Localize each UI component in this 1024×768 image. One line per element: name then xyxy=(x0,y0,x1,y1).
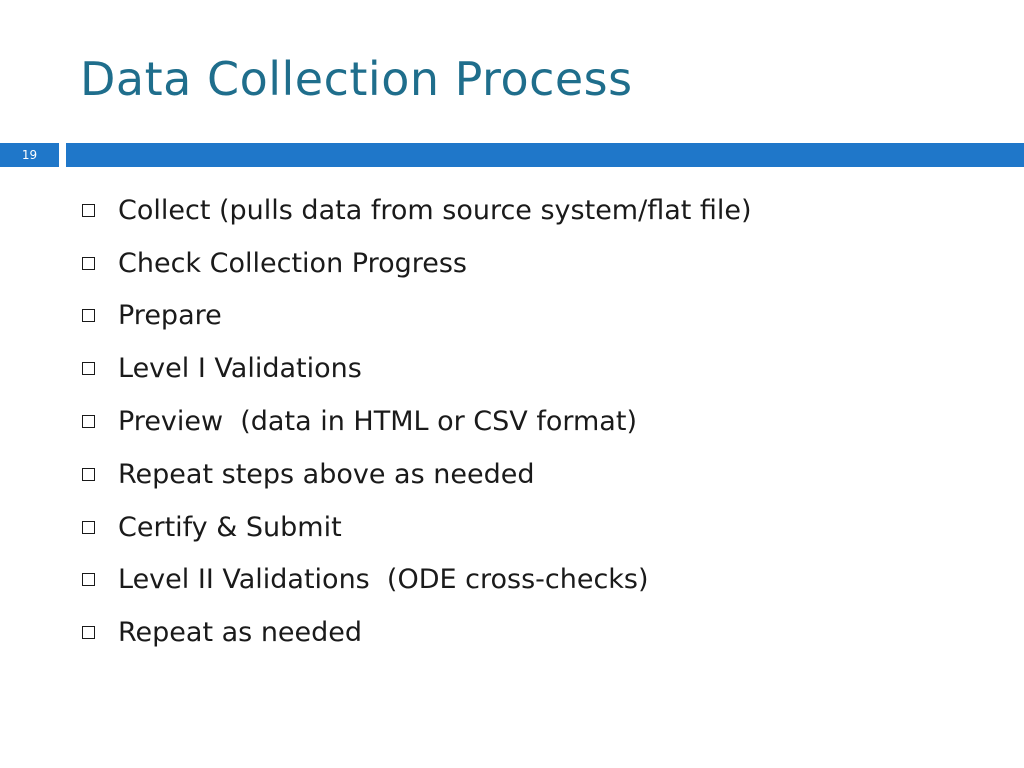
list-item-text: Preview (data in HTML or CSV format) xyxy=(118,406,637,438)
checkbox-outline-icon xyxy=(82,362,95,376)
list-item-text: Prepare xyxy=(118,300,222,332)
list-item-text: Level II Validations (ODE cross-checks) xyxy=(118,564,649,596)
list-item: Repeat steps above as needed xyxy=(80,448,752,501)
list-item: Repeat as needed xyxy=(80,606,752,659)
checkbox-outline-icon xyxy=(82,520,95,534)
accent-bar xyxy=(66,143,1024,167)
header-bar: 19 xyxy=(0,143,1024,167)
list-item: Level II Validations (ODE cross-checks) xyxy=(80,554,752,607)
checkbox-outline-icon xyxy=(82,573,95,587)
list-item-text: Repeat steps above as needed xyxy=(118,458,535,490)
list-item: Prepare xyxy=(80,290,752,343)
list-item-text: Certify & Submit xyxy=(118,511,342,543)
list-item: Preview (data in HTML or CSV format) xyxy=(80,395,752,448)
checkbox-outline-icon xyxy=(82,309,95,323)
list-item-text: Collect (pulls data from source system/f… xyxy=(118,194,752,226)
checkbox-outline-icon xyxy=(82,467,95,481)
checkbox-outline-icon xyxy=(82,626,95,640)
checkbox-outline-icon xyxy=(82,203,95,217)
bullet-list: Collect (pulls data from source system/f… xyxy=(80,184,752,659)
list-item: Level I Validations xyxy=(80,342,752,395)
list-item: Certify & Submit xyxy=(80,501,752,554)
list-item-text: Repeat as needed xyxy=(118,617,363,649)
list-item-text: Level I Validations xyxy=(118,353,362,385)
checkbox-outline-icon xyxy=(82,256,95,270)
checkbox-outline-icon xyxy=(82,415,95,429)
list-item-text: Check Collection Progress xyxy=(118,247,467,279)
slide-number: 19 xyxy=(0,143,59,167)
list-item: Collect (pulls data from source system/f… xyxy=(80,184,752,237)
slide-title: Data Collection Process xyxy=(80,52,633,106)
list-item: Check Collection Progress xyxy=(80,237,752,290)
